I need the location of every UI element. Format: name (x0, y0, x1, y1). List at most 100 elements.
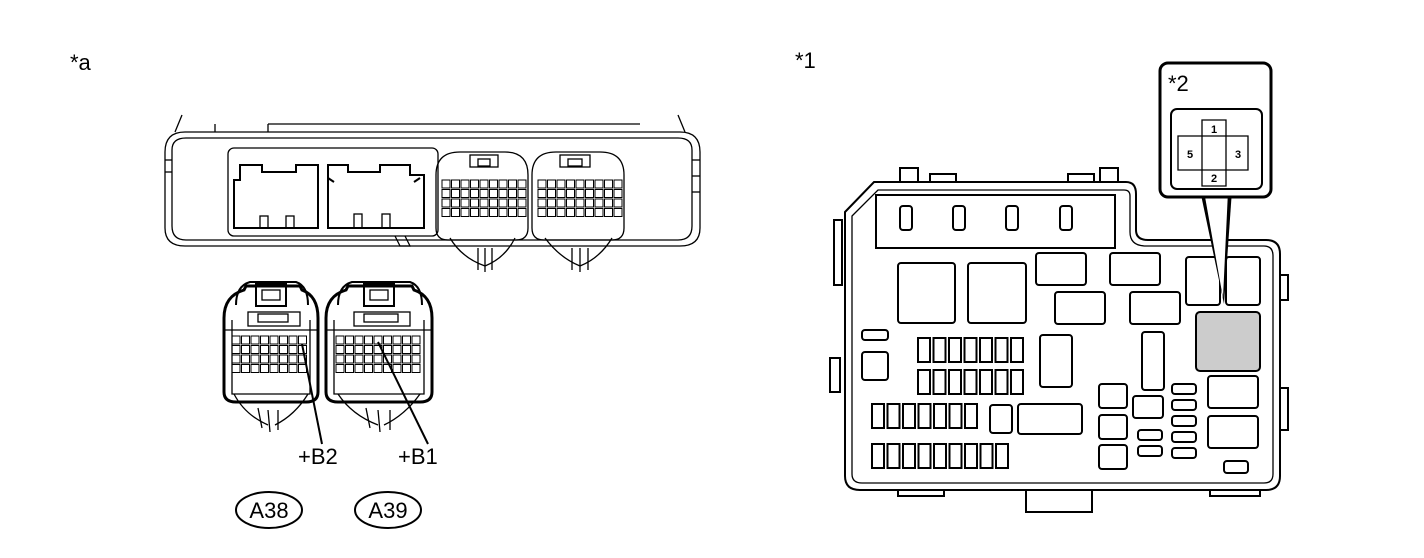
a39-pin-cell (345, 335, 354, 345)
ecm-unit (164, 114, 701, 272)
relay-block-component (1054, 291, 1106, 325)
ecm-pin-cell (441, 208, 451, 217)
fuse-slot (917, 403, 932, 429)
ecm-pin-cell (594, 179, 604, 189)
fuse-slot (948, 337, 962, 363)
label-view-a: *a (70, 50, 92, 75)
relay-block-component (1137, 445, 1163, 457)
relay-block-component (1141, 331, 1165, 391)
relay-block-component (897, 262, 956, 324)
ecm-pin-cell (556, 189, 566, 198)
label-view-2: *2 (1168, 71, 1189, 96)
connector-a39 (324, 281, 434, 433)
a38-pin-cell (279, 364, 288, 373)
ecm-pin-cell (479, 179, 489, 189)
ecm-pin-cell (451, 208, 460, 217)
ecm-pin-cell (547, 198, 556, 208)
ecm-pin-cell (566, 179, 575, 189)
ecm-pin-cell (489, 179, 498, 189)
ecm-pin-cell (441, 179, 451, 189)
connector-badge-a39 (354, 491, 422, 529)
ecm-pin-cell (604, 208, 613, 217)
fuse-slot (886, 443, 901, 469)
ecm-pin-cell (547, 189, 556, 198)
a38-pin-cell (250, 335, 260, 345)
a39-pin-cell (411, 364, 421, 373)
a38-pin-cell (241, 345, 250, 354)
ecm-pin-cell (479, 208, 489, 217)
a38-pin-cell (260, 345, 269, 354)
fuse-slot (994, 337, 1009, 363)
a38-pin-cell (241, 335, 250, 345)
ecm-pin-cell (537, 198, 547, 208)
ecm-pin-cell (498, 198, 508, 208)
leader-line-b1 (377, 341, 429, 445)
relay-block-component (1098, 414, 1128, 440)
fuse-slot (963, 337, 978, 363)
fuse-slot (1010, 337, 1024, 363)
a39-pin-cell (364, 364, 373, 373)
relay-block-component (1171, 383, 1197, 395)
ecm-pin-cell (517, 198, 527, 208)
ecm-pin-cell (517, 179, 527, 189)
relay-block-component (1129, 291, 1181, 325)
ecm-pin-cell (547, 208, 556, 217)
ecm-pin-cell (556, 208, 566, 217)
fuse-slot (871, 403, 885, 429)
ecm-pin-cell (604, 179, 613, 189)
ecm-pin-cell (489, 208, 498, 217)
a38-pin-cell (288, 335, 298, 345)
a39-pin-cell (354, 335, 364, 345)
relay-terminal-callout: *2 1 5 3 2 (1158, 61, 1273, 304)
ecm-pin-cell (460, 208, 470, 217)
ecm-pin-cell (566, 208, 575, 217)
a39-pin-cell (354, 345, 364, 354)
ecm-pin-cell (470, 198, 479, 208)
relay-block-component (1132, 395, 1164, 419)
a39-pin-cell (402, 345, 411, 354)
a38-pin-cell (288, 354, 298, 364)
ecm-pin-cell (575, 179, 585, 189)
fuse-slot (871, 443, 885, 469)
a38-pin-cell (260, 364, 269, 373)
ecm-pin-cell (575, 189, 585, 198)
ecm-pin-cell (594, 208, 604, 217)
relay-block-component (1098, 444, 1128, 470)
ecm-pin-cell (508, 189, 517, 198)
ecm-pin-cell (517, 208, 527, 217)
a39-pin-cell (345, 345, 354, 354)
ecm-connector-1-pins (441, 179, 527, 217)
a38-pin-cell (241, 364, 250, 373)
ecm-pin-cell (479, 189, 489, 198)
relay-block-component (1098, 383, 1128, 409)
a39-pin-cell (392, 345, 402, 354)
relay-block-component (1039, 334, 1073, 388)
a38-pin-cell (279, 354, 288, 364)
fuse-slot (995, 443, 1009, 469)
ecm-pin-cell (460, 189, 470, 198)
relay-pin-2: 2 (1211, 173, 1217, 185)
fuse-slot (964, 443, 978, 469)
fuse-slot (964, 403, 978, 429)
relay-block-component (1017, 403, 1083, 435)
ecm-pin-cell (441, 189, 451, 198)
relay-block-component (861, 351, 889, 381)
a39-pin-cell (354, 354, 364, 364)
fuse-slot (948, 443, 963, 469)
ecm-connector-2-pins (537, 179, 623, 217)
relay-block-component (899, 205, 913, 231)
connector-label-a39: A39 (368, 498, 407, 523)
a39-pin-cell (364, 354, 373, 364)
a38-pin-cell (250, 354, 260, 364)
a38-pin-cell (269, 335, 279, 345)
leader-line-b2 (301, 343, 323, 445)
relay-block-component (1109, 252, 1161, 286)
fuse-slot (902, 403, 916, 429)
relay-block-component (1171, 415, 1197, 427)
a38-pin-cell (250, 345, 260, 354)
ecm-pin-cell (537, 179, 547, 189)
ecm-pin-cell (451, 189, 460, 198)
a38-pin-cell (269, 345, 279, 354)
a39-pin-cell (335, 335, 345, 345)
a39-pin-cell (373, 354, 383, 364)
